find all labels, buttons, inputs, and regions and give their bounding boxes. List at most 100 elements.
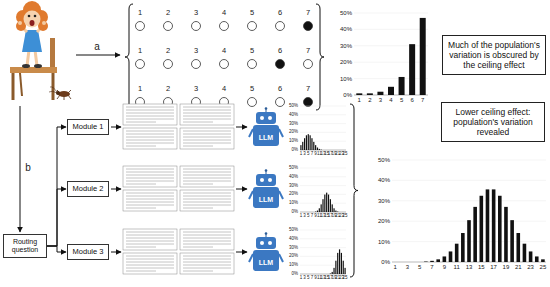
- histogram-bar: [473, 207, 477, 262]
- arrow-letter: b: [25, 163, 31, 173]
- chair-leg: [12, 73, 15, 100]
- response-circle: [248, 22, 257, 31]
- text-line: [183, 175, 231, 176]
- mouth: [30, 20, 35, 26]
- text-line: [126, 140, 174, 141]
- text-line: [183, 241, 231, 242]
- histogram-bar: [510, 220, 514, 262]
- scale-number: 4: [222, 9, 226, 17]
- robot-arm: [249, 254, 253, 262]
- response-circle: [304, 22, 313, 31]
- text-page: [123, 128, 177, 149]
- response-circle: [136, 60, 145, 69]
- axis-label: 5: [307, 214, 310, 219]
- text-line: [126, 235, 174, 236]
- response-circle: [276, 60, 285, 69]
- chair-leg: [52, 73, 55, 100]
- text-line: [126, 199, 174, 200]
- text-line: [183, 238, 231, 239]
- text-line: [183, 256, 231, 257]
- axis-label: 1: [300, 152, 303, 157]
- axis-label: 21: [515, 264, 522, 270]
- text-line: [183, 184, 213, 185]
- scale-number: 5: [250, 47, 254, 55]
- routing-box: Routing question: [3, 234, 47, 258]
- histogram-bar: [388, 87, 394, 95]
- histogram-bar: [317, 148, 318, 150]
- axis-label: 25: [343, 214, 348, 219]
- response-circle: [164, 22, 173, 31]
- scale-number: 6: [278, 47, 282, 55]
- histogram-bar: [341, 253, 342, 274]
- text-line: [183, 193, 231, 194]
- histogram-bar: [461, 233, 465, 262]
- robot-head: [256, 174, 276, 186]
- callout-box: Lower ceiling effect: population's varia…: [441, 102, 545, 143]
- box-text: Routing question: [6, 238, 44, 254]
- grid-line: [300, 247, 346, 248]
- llm-robot: LLM: [248, 169, 284, 209]
- text-line: [126, 202, 174, 203]
- scale-number: 3: [194, 9, 198, 17]
- robot-eye: [268, 116, 272, 120]
- axis-label: 0%: [291, 148, 298, 153]
- brace: [350, 104, 358, 277]
- histogram-bar: [337, 211, 338, 212]
- axis-label: 10%: [340, 76, 352, 82]
- flow-arrow: [111, 189, 121, 190]
- text-line: [126, 178, 174, 179]
- axis-label: 3: [379, 97, 382, 103]
- response-circle: [276, 22, 285, 31]
- text-line: [126, 143, 174, 144]
- axis-label: 3: [303, 214, 306, 219]
- axis-label: 10%: [289, 263, 298, 268]
- grid-line: [392, 180, 546, 181]
- histogram-bar: [333, 208, 334, 212]
- text-line: [183, 205, 231, 206]
- scale-number: 5: [250, 85, 254, 93]
- histogram-bar: [535, 256, 539, 262]
- box-text: Much of the population's variation is ob…: [448, 40, 540, 71]
- histogram-bar: [492, 189, 496, 262]
- hand: [18, 21, 22, 25]
- robot-figure: [248, 232, 284, 272]
- histogram-bar: [480, 196, 484, 262]
- axis-label: 50%: [340, 10, 352, 16]
- histogram-bar: [300, 145, 301, 150]
- text-line: [183, 247, 213, 248]
- text-line: [126, 271, 156, 272]
- robot-label: LLM: [259, 196, 273, 203]
- text-line: [183, 169, 231, 170]
- text-line: [183, 262, 231, 263]
- axis-label: 25: [343, 152, 348, 157]
- histogram-bar: [486, 189, 490, 262]
- axis-label: 40%: [378, 177, 390, 183]
- arrow-b: [20, 106, 21, 232]
- connector: [47, 127, 66, 246]
- response-circle: [192, 60, 201, 69]
- text-page: [123, 229, 177, 250]
- axis-label: 50%: [289, 166, 298, 171]
- histogram-bar: [322, 199, 323, 212]
- axis-label: 5: [400, 97, 403, 103]
- response-circle: [304, 98, 313, 107]
- axis-label: 20%: [340, 59, 352, 65]
- axis-label: 3: [303, 276, 306, 281]
- shoe: [34, 64, 42, 68]
- histogram-bar: [541, 259, 545, 262]
- histogram-bar: [436, 259, 440, 262]
- axis-label: 30%: [378, 198, 390, 204]
- axis-label: 25: [343, 276, 348, 281]
- text-line: [126, 134, 174, 135]
- grid-line: [354, 29, 428, 30]
- text-line: [183, 244, 231, 245]
- histogram-bar: [321, 204, 322, 212]
- histogram-bar: [430, 261, 434, 262]
- robot-head: [256, 237, 276, 249]
- box-text: Module 1: [70, 123, 106, 132]
- histogram-bar: [335, 261, 336, 274]
- text-line: [183, 172, 231, 173]
- histogram-bar: [343, 261, 344, 274]
- text-line: [126, 184, 156, 185]
- text-line: [183, 178, 231, 179]
